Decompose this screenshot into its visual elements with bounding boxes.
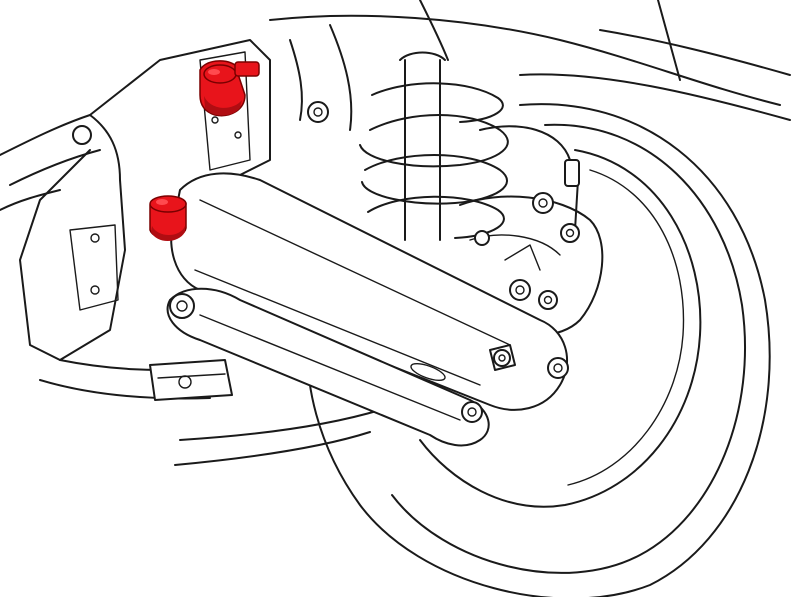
tire bbox=[306, 103, 771, 597]
upper-mount-bushing bbox=[199, 60, 260, 117]
coil-spring bbox=[359, 82, 509, 239]
lower-control-arm bbox=[166, 287, 490, 447]
brake-line bbox=[479, 125, 580, 231]
shock-absorber bbox=[307, 51, 446, 241]
lower-mount-bracket bbox=[149, 359, 233, 401]
upper-control-arm bbox=[170, 172, 569, 411]
inner-arm-bushing bbox=[149, 195, 187, 241]
wheel-rim bbox=[419, 149, 702, 508]
fender-body-lines bbox=[269, 0, 791, 131]
